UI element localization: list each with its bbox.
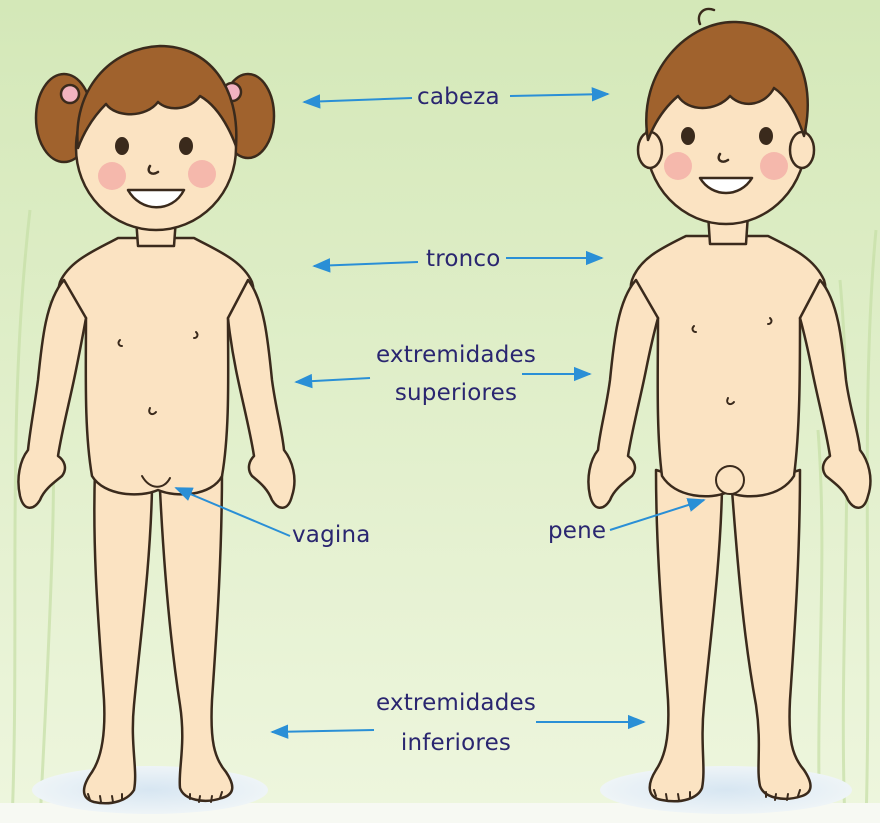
boy-torso [631,236,826,496]
boy-left-cheek [664,152,692,180]
boy-floor-shadow [600,766,852,814]
label-penis: pene [548,518,606,544]
label-vagina: vagina [292,522,371,548]
girl-left-eye [115,137,129,155]
label-upper-limbs-line1: extremidades [376,342,536,368]
girl-left-cheek [98,162,126,190]
label-head: cabeza [417,84,500,110]
girl-left-hair-tie [61,85,79,103]
girl-right-eye [179,137,193,155]
label-lower-limbs-line2: inferiores [401,730,511,756]
boy-left-eye [681,127,695,145]
boy-right-eye [759,127,773,145]
label-trunk: tronco [426,246,501,272]
boy-right-cheek [760,152,788,180]
label-lower-limbs-line1: extremidades [376,690,536,716]
boy-penis [716,466,744,494]
boy-right-ear [790,132,814,168]
label-upper-limbs-line2: superiores [395,380,517,406]
girl-right-cheek [188,160,216,188]
